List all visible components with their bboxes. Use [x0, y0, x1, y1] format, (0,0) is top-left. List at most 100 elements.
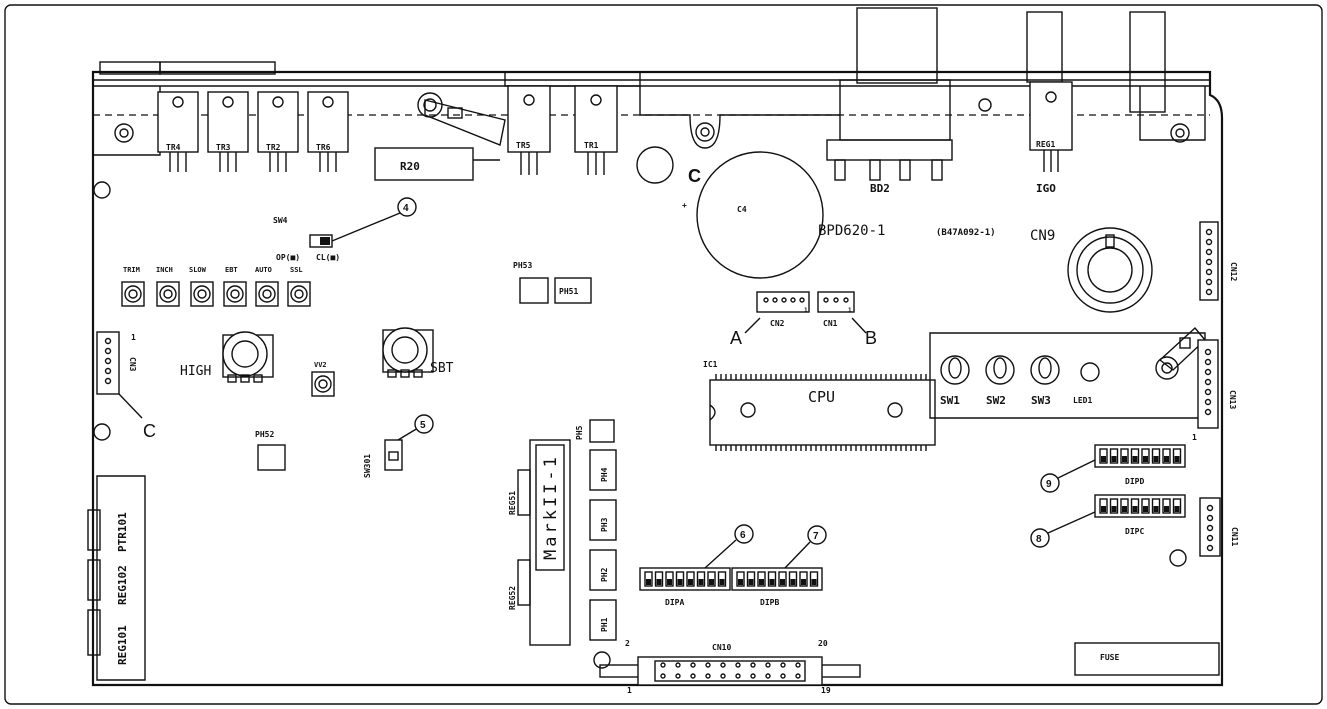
cn1-pins [823, 297, 849, 303]
callout-4 [397, 197, 417, 217]
trimmer-ebt[interactable] [223, 281, 247, 307]
ph5-label: PH5 [575, 425, 584, 440]
callout-7-num: 7 [813, 531, 819, 542]
mark-label: MarkII-1 [541, 454, 561, 560]
ic1-label: IC1 [703, 360, 718, 369]
sw4-label: SW4 [273, 216, 288, 225]
switch-sw1[interactable] [940, 355, 970, 385]
callout-7 [807, 525, 827, 545]
dipc-label: DIPC [1125, 527, 1144, 536]
reg51-tab [517, 469, 531, 516]
svg-text:PH3: PH3 [600, 517, 609, 532]
tr4-label: TR4 [166, 143, 181, 152]
point-b-leader [851, 317, 867, 334]
vv2-label: VV2 [314, 361, 327, 369]
photo-ph51 [554, 277, 592, 304]
cpu-hole-right [887, 402, 903, 418]
clamp-wire [424, 99, 506, 146]
side-connector-block [96, 475, 146, 681]
callout-6 [734, 524, 754, 544]
sw1-label: SW1 [940, 394, 960, 407]
left-bracket [92, 86, 161, 156]
igo-label: IGO [1036, 182, 1056, 195]
c4-label: C4 [737, 205, 747, 214]
dip-switch-dipa[interactable] [639, 567, 731, 591]
switch-sw301[interactable] [384, 439, 403, 471]
trimmer-label-slow: SLOW [189, 266, 207, 274]
potentiometer-sbt[interactable] [382, 327, 434, 378]
cpu-pins-bottom [715, 445, 927, 451]
transistor-tr4: TR4 [157, 91, 199, 172]
photo-ph52 [257, 444, 286, 471]
cn2-label: CN2 [770, 319, 785, 328]
trimmer-vv2[interactable] [311, 371, 335, 397]
mount-hole-right-inner [1175, 128, 1185, 138]
connector-cn12 [1199, 221, 1219, 301]
cn3-pin-1: 1 [131, 333, 136, 342]
sw301-slider [388, 451, 399, 461]
top-rail-screw [978, 98, 992, 112]
svg-text:+: + [682, 201, 687, 210]
trimmer-ssl[interactable] [287, 281, 311, 307]
point-c-label: C [143, 421, 156, 441]
clamp-lug [447, 107, 463, 119]
cn13-pin-1: 1 [1192, 433, 1197, 442]
c-top-label: C [688, 166, 701, 186]
photo-ph4: PH4 [589, 449, 617, 491]
dip-switch-dipc[interactable] [1094, 494, 1186, 518]
hole-left-top [93, 181, 111, 199]
trimmer-group: TRIM INCH SLOW EBT AUTO SSL [121, 266, 311, 307]
reg52-tab [517, 559, 531, 606]
bd2-housing [856, 7, 938, 84]
callout-9-num: 9 [1046, 479, 1052, 490]
board-name: BPD620-1 [818, 223, 885, 239]
photo-ph3: PH3 [589, 499, 617, 541]
switch-sw3[interactable] [1030, 355, 1060, 385]
reg1-label: REG1 [1036, 140, 1055, 149]
cn9-mid [1076, 236, 1144, 304]
cn13-pins [1204, 348, 1212, 416]
trimmer-slow[interactable] [190, 281, 214, 307]
cn11-pins [1206, 504, 1214, 552]
mark-module-label-box [535, 444, 565, 571]
potentiometer-high[interactable] [222, 331, 274, 383]
cpu-notch [709, 404, 716, 421]
sw4-cl: CL(■) [316, 253, 340, 262]
side-tab-1 [87, 509, 101, 551]
dip-switch-dipd[interactable] [1094, 444, 1186, 468]
cn10-label: CN10 [712, 643, 731, 652]
dip-switch-dipb[interactable] [731, 567, 823, 591]
tr1-label: TR1 [584, 141, 599, 150]
transistor-tr1: TR1 [574, 85, 618, 175]
trimmer-auto[interactable] [255, 281, 279, 307]
transistor-tr6: TR6 [307, 91, 349, 172]
sbt-label: SBT [430, 361, 454, 376]
cn2-pin-1: 1 [804, 307, 808, 314]
resistor-r20 [374, 147, 474, 181]
mount-hole-center [695, 122, 715, 142]
trimmer-trim[interactable] [121, 281, 145, 307]
sw3-label: SW3 [1031, 394, 1051, 407]
dipc-leader [1047, 511, 1096, 534]
sw4-op: OP(■) [276, 253, 300, 262]
cn2-pins [763, 297, 805, 303]
cn10-pin-20: 20 [818, 639, 828, 648]
photo-ph5 [589, 419, 615, 443]
switch-sw2[interactable] [985, 355, 1015, 385]
dipb-label: DIPB [760, 598, 779, 607]
clamp-screw-inner [423, 98, 437, 112]
point-a-leader [744, 317, 761, 334]
trimmer-label-ebt: EBT [225, 266, 238, 274]
led1-label: LED1 [1073, 396, 1092, 405]
callout-5 [414, 414, 434, 434]
trimmer-label-ssl: SSL [290, 266, 303, 274]
bd2-body [839, 79, 951, 141]
photo-ph2: PH2 [589, 549, 617, 591]
trimmer-inch[interactable] [156, 281, 180, 307]
dipa-label: DIPA [665, 598, 684, 607]
point-b-label: B [865, 328, 877, 348]
hole-left-mid [93, 423, 111, 441]
tr2-label: TR2 [266, 143, 281, 152]
board-outline [91, 70, 1224, 687]
